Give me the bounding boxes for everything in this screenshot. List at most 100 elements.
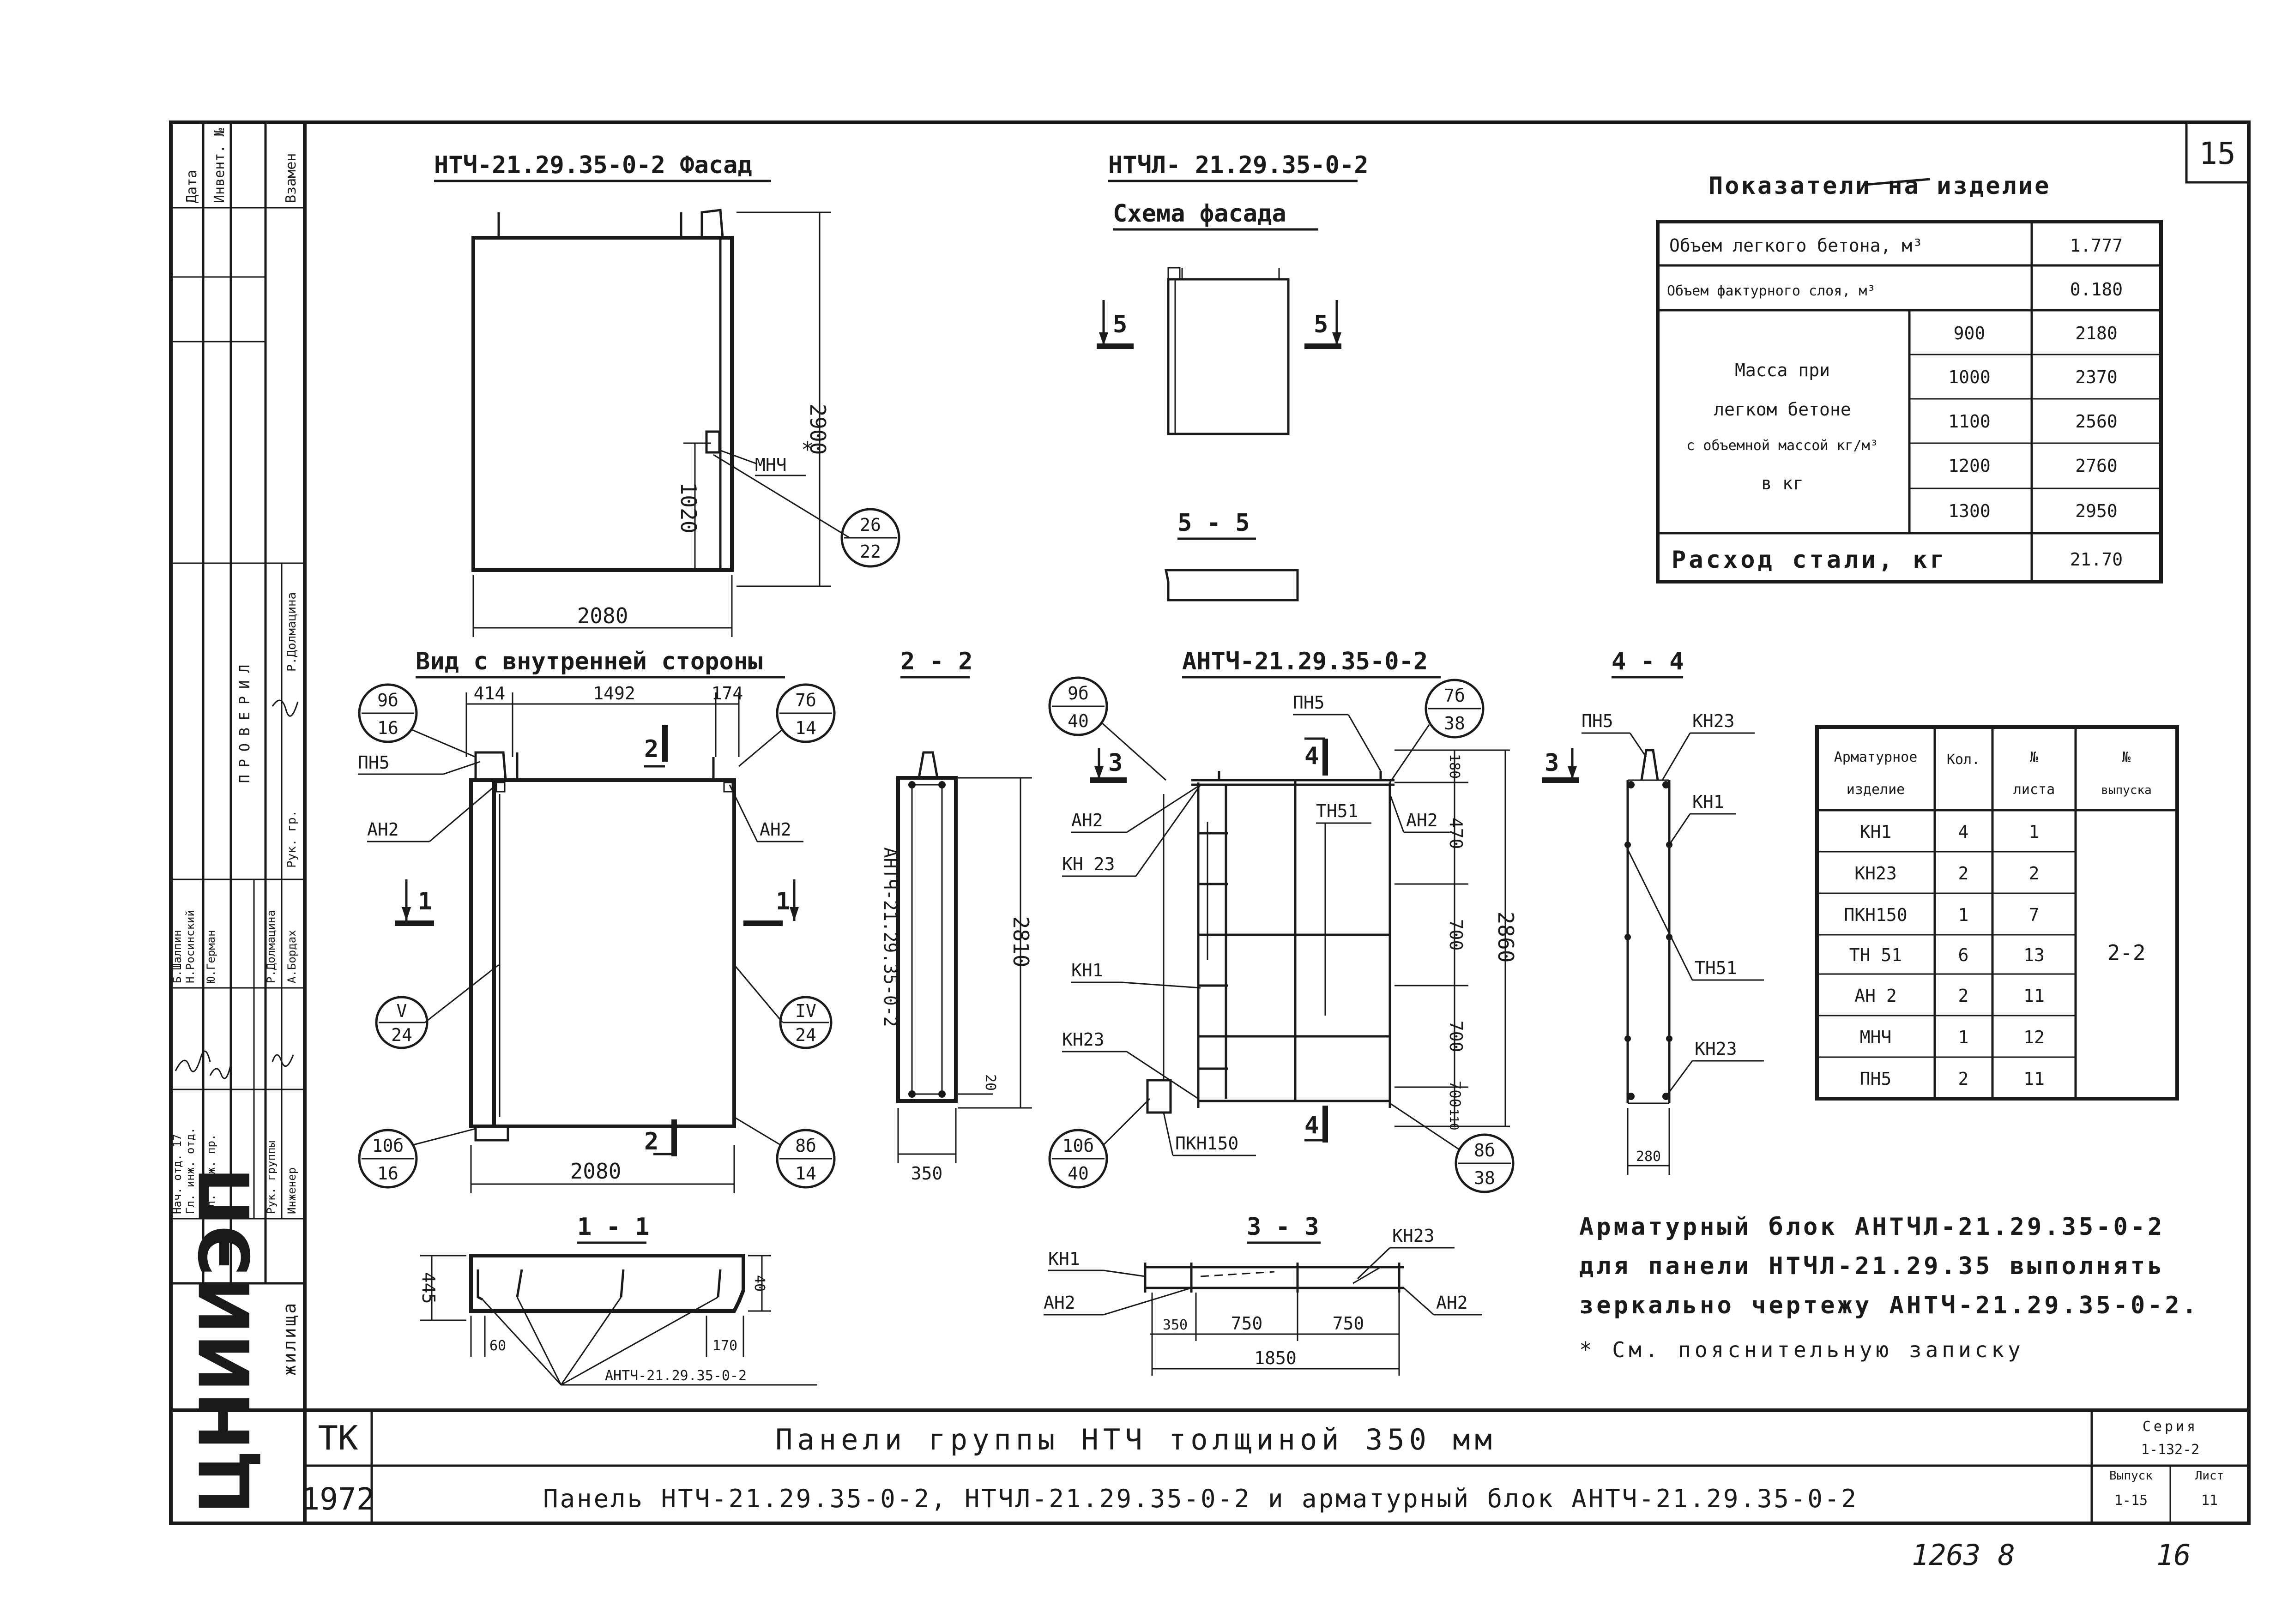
role-1: Гл. инж. отд.	[184, 1127, 197, 1214]
svg-text:9б: 9б	[1068, 683, 1089, 704]
role-3: Рук. группы	[265, 1141, 278, 1214]
block-kn1: КН1	[1071, 960, 1103, 980]
bubble-9b: 9б 16	[358, 683, 476, 758]
note-line-3: зеркально чертежу АНТЧ-21.29.35-0-2.	[1579, 1292, 2199, 1319]
section-2-2: 2 - 2 АНТЧ-21.29.35-0-2 2810 20 350	[880, 648, 1033, 1184]
arm-sheet-2: 7	[2029, 905, 2040, 925]
mirror-facade-view: НТЧЛ- 21.29.35-0-2 Схема фасада 5 5 5 - …	[1097, 151, 1369, 601]
svg-text:10б: 10б	[372, 1136, 404, 1156]
issue-label: Выпуск	[2109, 1469, 2153, 1483]
facade-mnch: МНЧ	[755, 455, 787, 475]
name-1: Н.Росинский	[184, 910, 197, 983]
arm-sheet-4: 11	[2023, 986, 2045, 1006]
group-head-label: Рук. гр.	[285, 810, 299, 868]
arm-issue-value: 2-2	[2107, 940, 2145, 965]
vol-facing-value: 0.180	[2070, 279, 2123, 300]
block-tn51: ТН51	[1316, 801, 1358, 821]
mass-label-4: в кг	[1761, 473, 1804, 493]
name-0: Б.Шалпин	[171, 930, 184, 983]
vol-light-label: Объем легкого бетона, м³	[1669, 235, 1923, 256]
bubble-v: V 24	[375, 964, 499, 1049]
note-line-1: Арматурный блок АНТЧЛ-21.29.35-0-2	[1579, 1213, 2165, 1241]
block-dim-180: 180	[1446, 754, 1462, 779]
inner-cut2-top: 2	[644, 735, 658, 763]
arm-item-3: ТН 51	[1849, 945, 1902, 965]
role-2: Гл. инж. пр.	[205, 1134, 217, 1214]
block-an2-left: АН2	[1071, 810, 1103, 830]
inner-cut2-bottom: 2	[644, 1128, 658, 1155]
name-4: А.Бордах	[285, 930, 298, 983]
facade-width: 2080	[577, 603, 628, 628]
inner-side-view: Вид с внутренней стороны 414 1492 174 20…	[358, 648, 836, 1193]
note-line-2: для панели НТЧЛ-21.29.35 выполнять	[1579, 1252, 2165, 1280]
arm-item-4: АН 2	[1854, 986, 1897, 1006]
side-replace: Взамен	[283, 153, 299, 203]
indicators-table: Показатели на изделие Объем легкого бето…	[1656, 172, 2163, 583]
mirror-cut-left: 5	[1113, 311, 1127, 338]
side-date: Дата	[184, 170, 200, 203]
sec33-title: 3 - 3	[1247, 1213, 1319, 1241]
mass-2: 2560	[2075, 411, 2118, 432]
arm-sheet-1: 2	[2029, 863, 2040, 884]
sec11-40: 40	[751, 1275, 767, 1292]
arm-qty-1: 2	[1958, 863, 1969, 884]
mass-4: 2950	[2075, 501, 2118, 521]
svg-text:V: V	[397, 1001, 407, 1021]
bubble-iv: IV 24	[733, 964, 833, 1049]
sec44-kn23-top: КН23	[1692, 711, 1735, 731]
armature-table: Арматурное изделие Кол. № листа № выпуск…	[1815, 725, 2179, 1101]
sec33-750b: 750	[1333, 1313, 1364, 1334]
arm-h-item-2: изделие	[1847, 782, 1905, 798]
arm-item-1: КН23	[1854, 863, 1897, 884]
svg-text:14: 14	[795, 1163, 816, 1184]
svg-text:24: 24	[391, 1025, 412, 1045]
sec33-an2-left: АН2	[1044, 1293, 1075, 1313]
inner-dim-c: 174	[712, 683, 743, 704]
sheet-value: 11	[2201, 1492, 2218, 1509]
page-number: 15	[2199, 136, 2235, 171]
issue-value: 1-15	[2114, 1492, 2148, 1509]
indicators-title: Показатели на изделие	[1708, 172, 2051, 200]
sec33-kn23: КН23	[1392, 1226, 1435, 1246]
arm-item-5: МНЧ	[1860, 1027, 1892, 1047]
svg-text:9б: 9б	[377, 690, 398, 710]
note-footnote: * См. пояснительную записку	[1579, 1337, 2024, 1362]
role-0: Нач. отд. 17	[171, 1134, 184, 1214]
inner-cut1-right: 1	[776, 888, 790, 915]
role-4: Инженер	[285, 1167, 298, 1214]
mass-label-2: легком бетоне	[1714, 399, 1851, 420]
sec44-pn5: ПН5	[1582, 711, 1613, 731]
block-title: АНТЧ-21.29.35-0-2	[1182, 648, 1428, 675]
svg-text:38: 38	[1444, 713, 1465, 734]
block-bubble-7b: 7б 38	[1389, 679, 1485, 783]
arm-sheet-0: 1	[2029, 822, 2040, 842]
section-4-4: 4 - 4 ПН5 КН23 КН1 ТН51 КН23 28	[1582, 648, 1764, 1175]
sec33-an2-right: АН2	[1436, 1293, 1468, 1313]
section-1-1: 1 - 1 АНТЧ-21.29.35-0-2 445 40 60 170	[418, 1213, 817, 1386]
sec33-total: 1850	[1254, 1348, 1297, 1368]
svg-text:40: 40	[1068, 711, 1089, 731]
sec11-label: АНТЧ-21.29.35-0-2	[605, 1368, 747, 1384]
sec22-small: 20	[982, 1074, 998, 1091]
arm-qty-4: 2	[1958, 986, 1969, 1006]
svg-text:10б: 10б	[1062, 1136, 1094, 1156]
section-3-3: 3 - 3 КН1 АН2 АН2 КН23 350 750 750 1850	[1044, 1213, 1482, 1376]
arm-h-qty: Кол.	[1947, 752, 1980, 768]
block-bubble-8b: 8б 38	[1389, 1102, 1515, 1193]
arm-h-sheet-2: листа	[2013, 782, 2055, 798]
sec33-kn1: КН1	[1048, 1249, 1080, 1269]
block-dim-700b: 700	[1446, 1021, 1466, 1053]
facade-bubble-bottom: 22	[860, 541, 881, 562]
sec33-750a: 750	[1231, 1313, 1263, 1334]
arm-qty-2: 1	[1958, 905, 1969, 925]
block-bubble-10b: 10б 40	[1048, 1098, 1151, 1189]
density-1: 1000	[1948, 367, 1991, 387]
bubble-10b: 10б 16	[358, 1128, 476, 1189]
arm-h-issue-2: выпуска	[2101, 783, 2152, 797]
bottom-note-left: 1263 8	[1912, 1538, 2015, 1572]
title-block: ТК 1972 Панели группы НТЧ толщиной 350 м…	[302, 1419, 2224, 1517]
block-cut4-bottom: 4	[1304, 1112, 1319, 1139]
svg-text:7б: 7б	[1444, 686, 1465, 706]
svg-text:8б: 8б	[1474, 1140, 1495, 1161]
